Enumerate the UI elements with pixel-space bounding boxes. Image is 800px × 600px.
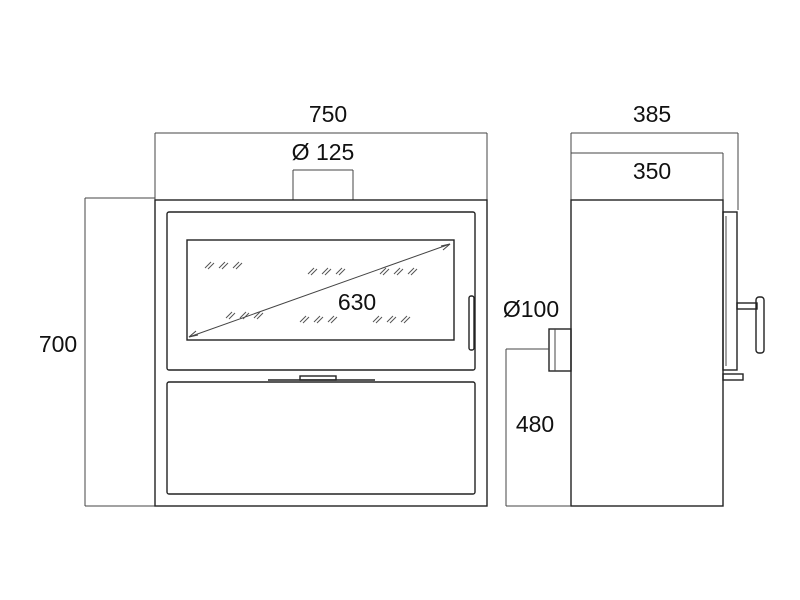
door-profile	[722, 211, 738, 371]
side-view: 385 350 Ø100	[503, 101, 765, 507]
log-store-panel	[166, 381, 476, 495]
height-dimension: 700	[39, 197, 155, 507]
front-view: 750 Ø 125 700 630	[39, 101, 488, 507]
fire-door	[166, 211, 476, 371]
overall-depth-label: 385	[633, 101, 671, 127]
body-depth-label: 350	[633, 158, 671, 184]
door-handle	[468, 295, 475, 351]
air-control-slider	[268, 375, 375, 381]
glass-diagonal-dimension: 630	[188, 243, 451, 338]
body-depth-dimension: 350	[571, 152, 724, 200]
flue-dimension: Ø 125	[292, 139, 355, 200]
side-door-handle	[736, 296, 765, 354]
glass-window	[186, 239, 455, 341]
height-label: 700	[39, 331, 77, 357]
glass-reflection-marks	[204, 261, 418, 324]
rear-flue-height-dimension: 480	[505, 348, 571, 507]
glass-diagonal-label: 630	[338, 289, 376, 315]
stove-body-outline	[154, 199, 488, 507]
width-label: 750	[309, 101, 347, 127]
rear-flue-outlet	[548, 328, 572, 372]
overall-depth-dimension: 385	[570, 101, 739, 210]
side-air-control	[722, 373, 744, 381]
rear-flue-diameter-label: Ø100	[503, 296, 559, 322]
side-body-outline	[570, 199, 724, 507]
rear-flue-height-label: 480	[516, 411, 554, 437]
flue-diameter-label: Ø 125	[292, 139, 355, 165]
width-dimension: 750	[154, 101, 488, 200]
